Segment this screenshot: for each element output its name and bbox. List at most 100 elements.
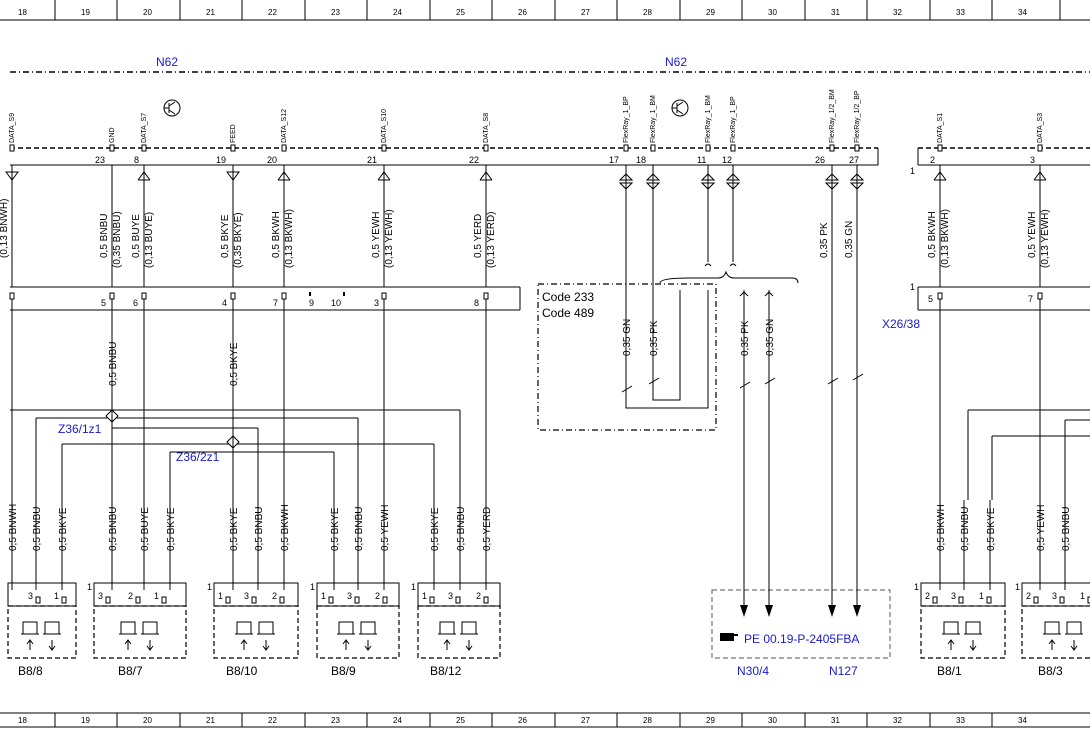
ruler-number: 29 bbox=[706, 8, 715, 17]
intermediate-connector bbox=[10, 286, 1090, 311]
ruler-number: 28 bbox=[643, 8, 652, 17]
pin-label: DATA_S9 bbox=[9, 113, 16, 143]
wire-label: 0,5 BKYE bbox=[166, 507, 177, 551]
sensor-label: B8/12 bbox=[430, 664, 462, 678]
wire-label: (0,35 BNBU) bbox=[112, 211, 123, 268]
wire-label: (0,13 BUYE) bbox=[144, 212, 155, 268]
sensor-label: B8/8 bbox=[18, 664, 43, 678]
ruler-number: 21 bbox=[206, 716, 215, 725]
connector-pin-label: 10 bbox=[331, 298, 341, 308]
wire-label: 0,5 BNBU bbox=[1061, 507, 1072, 551]
sensor-pin-one: 1 bbox=[310, 582, 315, 592]
sensor-pin-label: 3 bbox=[347, 591, 352, 601]
sensor-pin-label: 1 bbox=[979, 591, 984, 601]
ruler-number: 31 bbox=[831, 716, 840, 725]
ruler-number: 25 bbox=[456, 716, 465, 725]
n62-label-left: N62 bbox=[156, 55, 178, 69]
splice-z36-1z1-label: Z36/1z1 bbox=[58, 422, 102, 436]
wire-label: (0,13 BNWH) bbox=[0, 199, 10, 258]
reference-link[interactable]: PE 00.19-P-2405FBA bbox=[744, 632, 859, 646]
wire-label: 0,5 BNBU bbox=[99, 214, 110, 258]
ruler-number: 22 bbox=[268, 716, 277, 725]
wire-label: 0,5 BKYE bbox=[430, 507, 441, 551]
pin-label: DATA_S3 bbox=[1037, 113, 1044, 143]
ruler-number: 30 bbox=[768, 8, 777, 17]
pin-number: 8 bbox=[134, 155, 139, 165]
ruler-number: 21 bbox=[206, 8, 215, 17]
pin-number: 21 bbox=[367, 155, 377, 165]
connector-pin-label: 8 bbox=[474, 298, 479, 308]
pin-number: 22 bbox=[469, 155, 479, 165]
sensor-label: B8/3 bbox=[1038, 664, 1063, 678]
pin-number: 2 bbox=[930, 155, 935, 165]
wire-label: 0,5 YEWH bbox=[1036, 505, 1047, 552]
wire-label: 0,5 YERD bbox=[482, 507, 493, 551]
pin-number: 27 bbox=[849, 155, 859, 165]
wire-label: 0,35 GN bbox=[765, 319, 776, 356]
sensor-pin-label: 1 bbox=[154, 591, 159, 601]
ruler-number: 24 bbox=[393, 716, 402, 725]
connector-pin-label: 5 bbox=[928, 294, 933, 304]
ruler-number: 25 bbox=[456, 8, 465, 17]
wire-label: (0,13 BKWH) bbox=[940, 209, 951, 268]
wire-label: 0,5 YERD bbox=[473, 214, 484, 258]
wire-label: 0,35 PK bbox=[649, 320, 660, 356]
wire-label: (0,13 BKWH) bbox=[284, 209, 295, 268]
code-box-wiring bbox=[621, 287, 709, 409]
connector-pin-label: 3 bbox=[374, 298, 379, 308]
sensor-pin-label: 3 bbox=[28, 591, 33, 601]
transistor-icon bbox=[671, 99, 689, 117]
ruler-number: 20 bbox=[143, 8, 152, 17]
sensor-label: B8/7 bbox=[118, 664, 143, 678]
wire-label: 0,5 YEWH bbox=[1027, 212, 1038, 259]
sensor-pin-label: 3 bbox=[951, 591, 956, 601]
sensor-pin-label: 3 bbox=[1052, 591, 1057, 601]
wire-label: 0,5 BNBU bbox=[254, 507, 265, 551]
pin-label: FlexRay_1/2_BP bbox=[854, 90, 861, 143]
wire-label: (0,13 YERD) bbox=[486, 211, 497, 268]
ruler-number: 29 bbox=[706, 716, 715, 725]
ruler-number: 26 bbox=[518, 8, 527, 17]
wire-label: 0,5 BKYE bbox=[229, 342, 240, 386]
sensor-label: B8/9 bbox=[331, 664, 356, 678]
hand-pointer-icon bbox=[720, 633, 738, 641]
ruler-number: 33 bbox=[956, 716, 965, 725]
sensor-label: B8/1 bbox=[937, 664, 962, 678]
ruler-number: 19 bbox=[81, 8, 90, 17]
sensor-pin-label: 2 bbox=[1026, 591, 1031, 601]
sensor-pin-label: 2 bbox=[272, 591, 277, 601]
wire-label: 0,5 BNBU bbox=[108, 342, 119, 386]
splice-network bbox=[10, 409, 1090, 500]
sensor-pin-label: 3 bbox=[448, 591, 453, 601]
sensor-pin-one: 1 bbox=[1015, 582, 1020, 592]
pin-label: FlexRay_1_BP bbox=[623, 96, 630, 143]
n62-label-right: N62 bbox=[665, 55, 687, 69]
wire-label: (0,13 YEWH) bbox=[384, 209, 395, 268]
wire-label: 0,5 BKWH bbox=[927, 211, 938, 258]
wire-label: 0,5 BKWH bbox=[280, 504, 291, 551]
sensor-pin-label: 3 bbox=[244, 591, 249, 601]
pin-number: 11 bbox=[697, 155, 706, 165]
pin-label: FlexRay_1_BM bbox=[650, 95, 657, 143]
wire-label: 0,5 BKYE bbox=[330, 507, 341, 551]
wire-label: 0,5 BNBU bbox=[354, 507, 365, 551]
pin-label: FlexRay_1_BP bbox=[730, 96, 737, 143]
code-489-label: Code 489 bbox=[542, 306, 594, 320]
ruler-number: 20 bbox=[143, 716, 152, 725]
module-n30-4-label: N30/4 bbox=[737, 664, 769, 678]
pin-label: DATA_S8 bbox=[483, 113, 490, 143]
sensor-pin-one: 1 bbox=[914, 582, 919, 592]
connector-pin-label: 7 bbox=[273, 298, 278, 308]
ruler-number: 34 bbox=[1018, 716, 1027, 725]
pin-label: DATA_S1 bbox=[937, 113, 944, 143]
wire-label: 0,5 BKYE bbox=[229, 507, 240, 551]
pin-label: DATA_S10 bbox=[381, 109, 388, 143]
pin-number: 12 bbox=[722, 155, 732, 165]
sensor-pin-label: 1 bbox=[422, 591, 427, 601]
ruler-number: 30 bbox=[768, 716, 777, 725]
